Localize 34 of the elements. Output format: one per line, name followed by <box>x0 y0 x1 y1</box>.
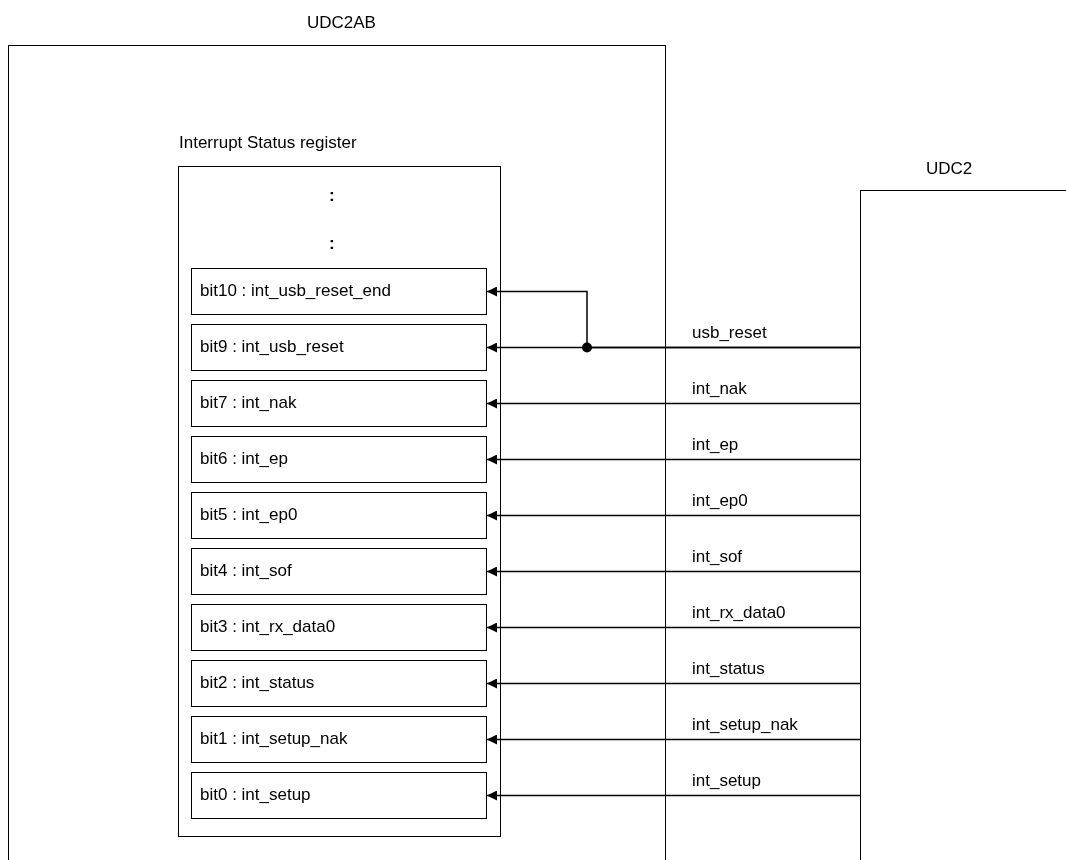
bit-label: bit9 : int_usb_reset <box>200 337 344 357</box>
signal-arrow <box>486 454 861 465</box>
signal-arrow <box>486 734 861 745</box>
bit-field-box <box>191 492 487 539</box>
bit-label: bit0 : int_setup <box>200 785 311 805</box>
bit-field-box <box>191 548 487 595</box>
bit-label: bit5 : int_ep0 <box>200 505 298 525</box>
ellipsis-mark: : <box>329 234 335 254</box>
signal-arrow <box>486 510 861 521</box>
bit-label: bit1 : int_setup_nak <box>200 729 348 749</box>
bit-field-box <box>191 380 487 427</box>
signal-arrow <box>486 398 861 409</box>
bit-field-box <box>191 436 487 483</box>
bit-label: bit7 : int_nak <box>200 393 297 413</box>
signal-arrow <box>486 790 861 801</box>
bit-field-box <box>191 716 487 763</box>
bit-field-box <box>191 772 487 819</box>
bit-label: bit6 : int_ep <box>200 449 288 469</box>
bit-field-box <box>191 604 487 651</box>
bit-label: bit4 : int_sof <box>200 561 292 581</box>
bit-field-box <box>191 268 487 315</box>
ellipsis-mark: : <box>329 186 335 206</box>
bit-field-box <box>191 324 487 371</box>
heading: UDC2 <box>926 159 973 179</box>
signal-arrow <box>486 342 861 353</box>
bit-label: bit2 : int_status <box>200 673 315 693</box>
bit-label: bit10 : int_usb_reset_end <box>200 281 391 301</box>
signal-arrow <box>486 678 861 689</box>
signal-arrow <box>486 566 861 577</box>
bit-field-box <box>191 660 487 707</box>
heading: Interrupt Status register <box>179 133 357 153</box>
bit-label: bit3 : int_rx_data0 <box>200 617 336 637</box>
signal-arrow <box>486 622 861 633</box>
heading: UDC2AB <box>307 13 376 33</box>
